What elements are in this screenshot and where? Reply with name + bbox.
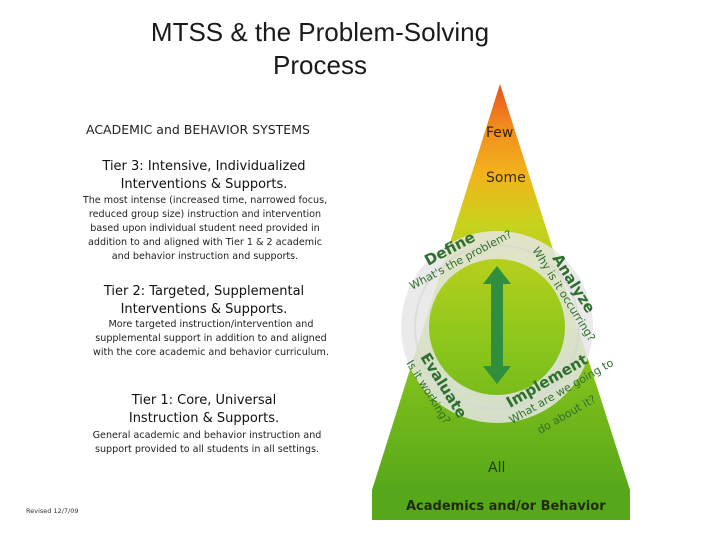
base-label: Academics and/or Behavior bbox=[406, 499, 606, 514]
level-all-label: All bbox=[488, 460, 505, 476]
level-some-label: Some bbox=[486, 170, 526, 186]
level-few-label: Few bbox=[486, 125, 513, 141]
